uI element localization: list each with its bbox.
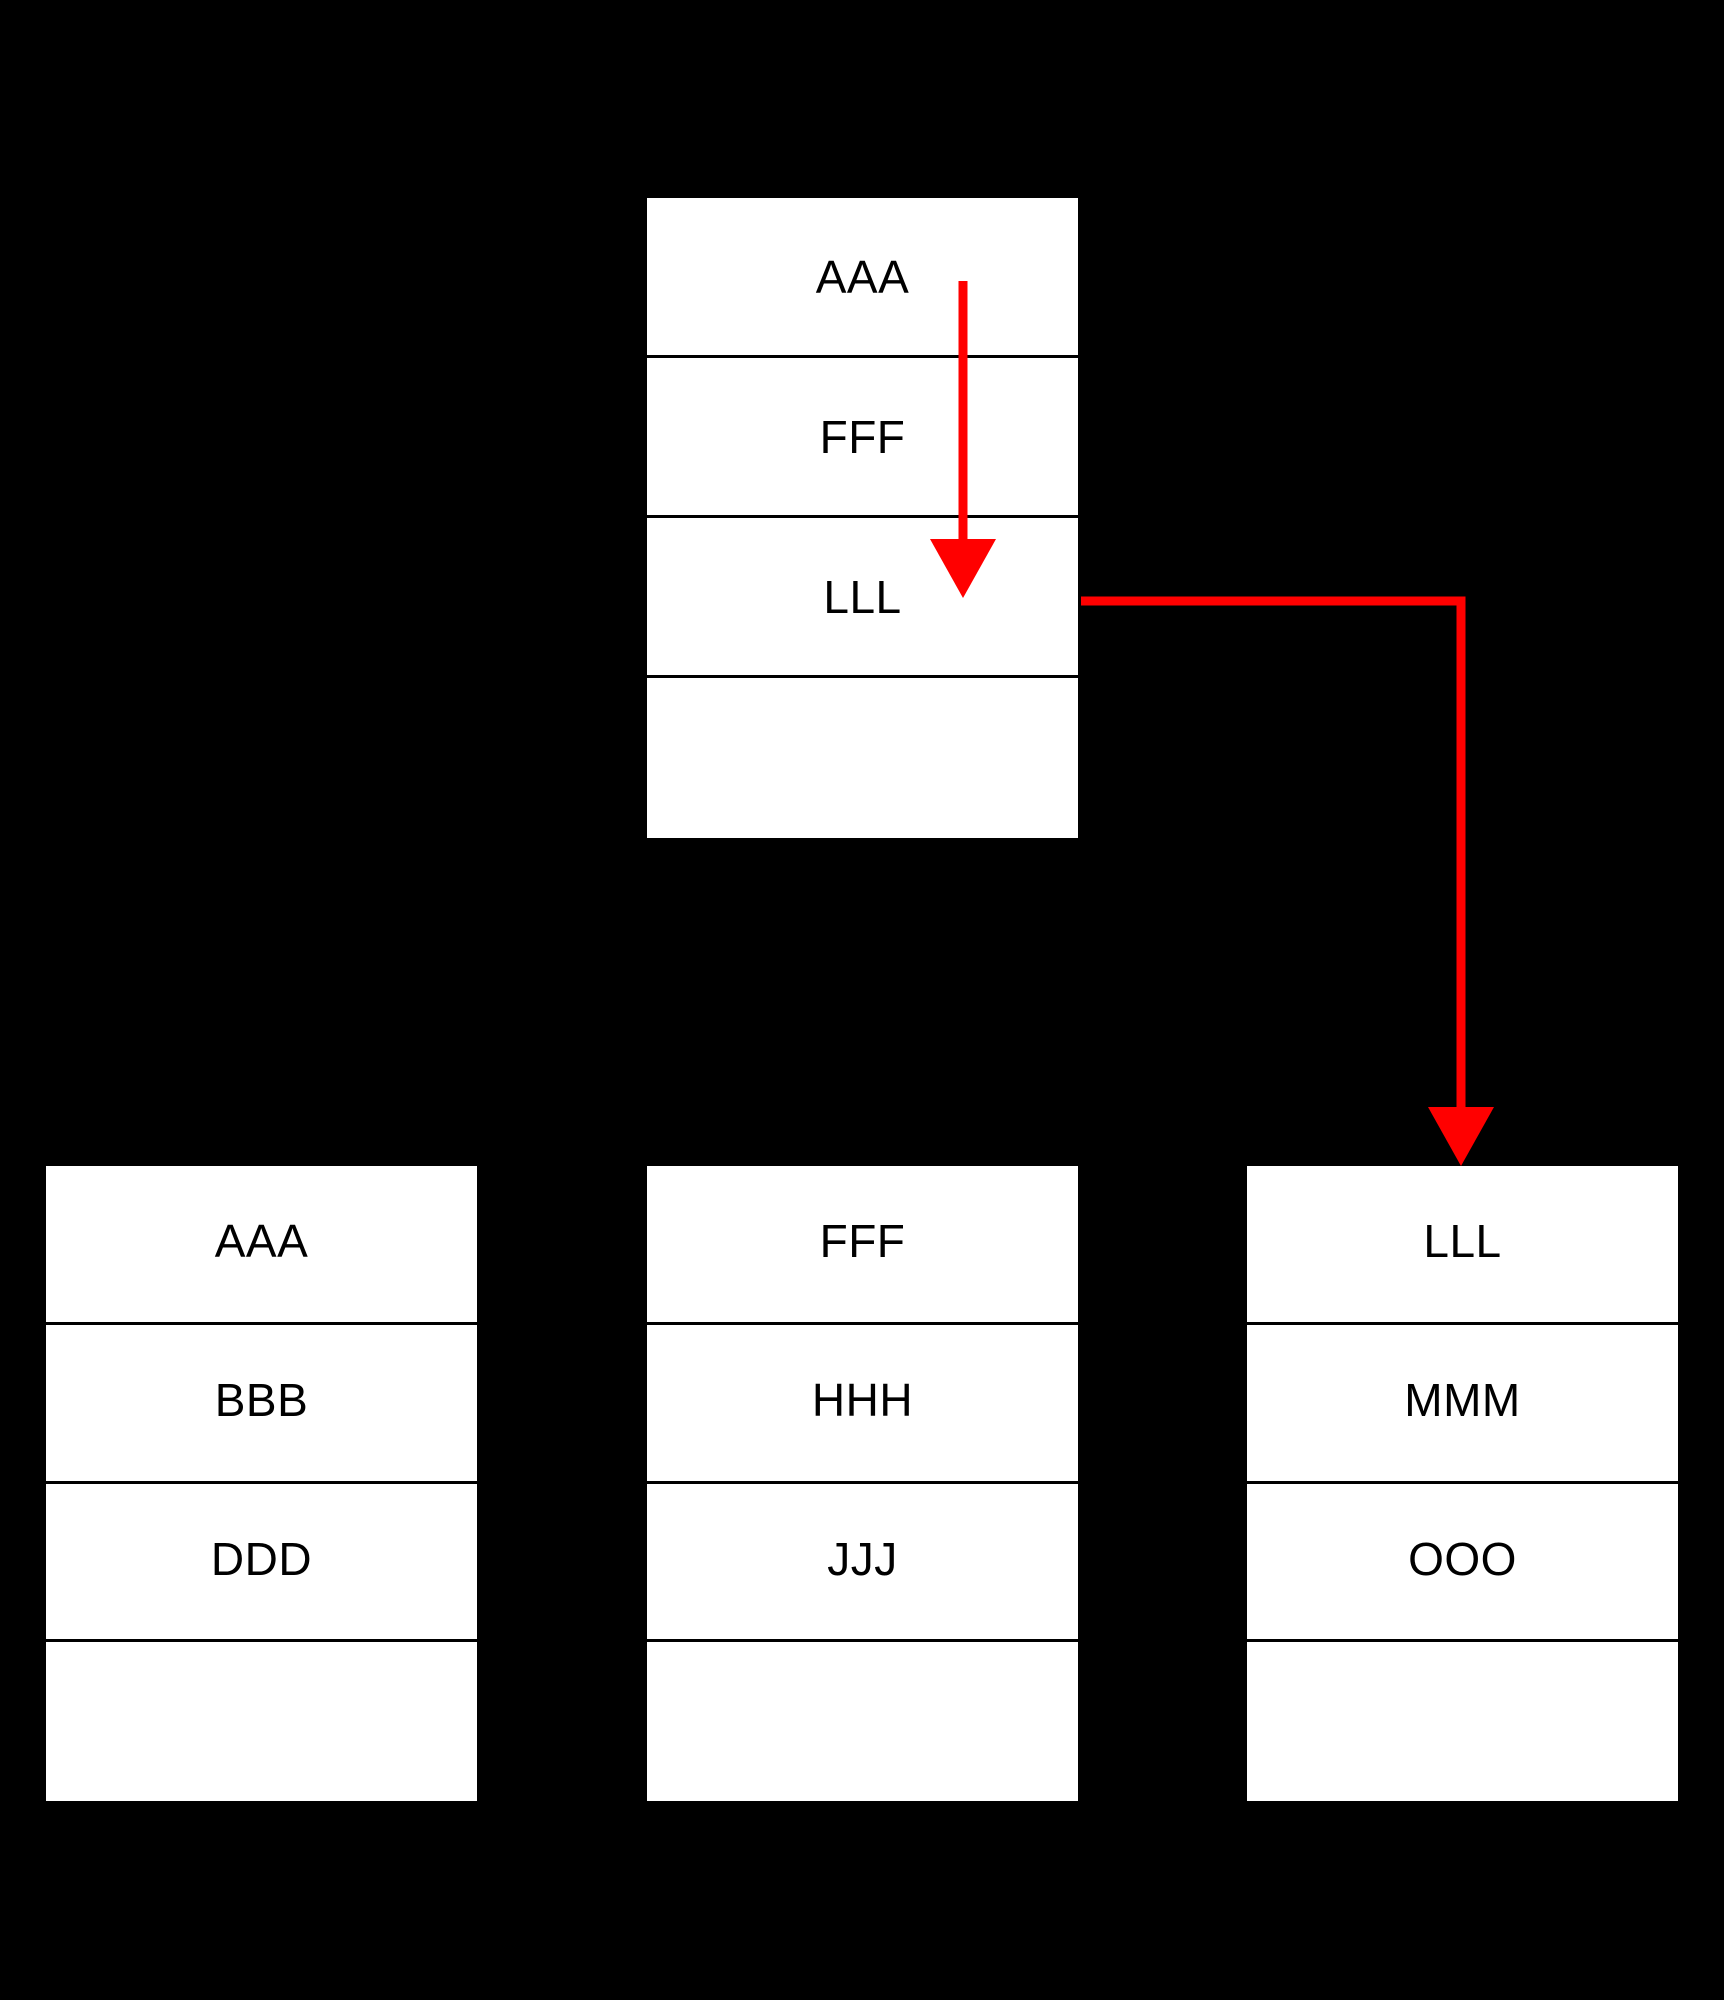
target-middle-row-0: FFF [647,1166,1078,1325]
target-middle-row-2: JJJ [647,1483,1078,1643]
target-right-cell-label-0: LLL [1423,1215,1502,1267]
target-table-middle: FFF HHH JJJ [644,1163,1081,1804]
target-right-row-0: LLL [1247,1166,1678,1325]
target-right-row-3 [1247,1642,1678,1801]
target-right-row-1: MMM [1247,1324,1678,1484]
arrow-lll-to-target-right-shaft [1081,596,1466,1135]
source-table: AAA FFF LLL [644,195,1081,841]
source-table-row-3 [647,678,1078,838]
source-table-row-0: AAA [647,198,1078,358]
target-left-cell-label-2: DDD [210,1532,313,1585]
target-table-left: AAA BBB DDD [43,1163,480,1804]
source-cell-label-1: FFF [819,411,906,463]
arrow-lll-to-target-right-head [1428,1107,1494,1166]
target-middle-row-3 [647,1642,1078,1801]
source-table-row-1: FFF [647,358,1078,518]
source-cell-label-2: LLL [823,571,902,623]
target-right-cell-label-2: OOO [1408,1532,1517,1585]
arrow-lll-to-target-right-icon [1081,596,1494,1166]
target-middle-row-1: HHH [647,1324,1078,1484]
target-right-row-2: OOO [1247,1483,1678,1643]
target-middle-cell-label-1: HHH [811,1373,914,1426]
target-left-cell-label-0: AAA [214,1215,309,1267]
target-left-row-2: DDD [46,1483,477,1643]
target-left-row-0: AAA [46,1166,477,1325]
target-table-right: LLL MMM OOO [1244,1163,1681,1804]
target-middle-cell-label-2: JJJ [827,1532,898,1585]
target-left-cell-label-1: BBB [214,1373,309,1426]
source-cell-label-0: AAA [815,251,910,303]
target-right-cell-label-1: MMM [1404,1373,1521,1426]
target-middle-cell-label-0: FFF [819,1215,906,1267]
source-table-row-2: LLL [647,518,1078,678]
target-left-row-1: BBB [46,1324,477,1484]
target-left-row-3 [46,1642,477,1801]
